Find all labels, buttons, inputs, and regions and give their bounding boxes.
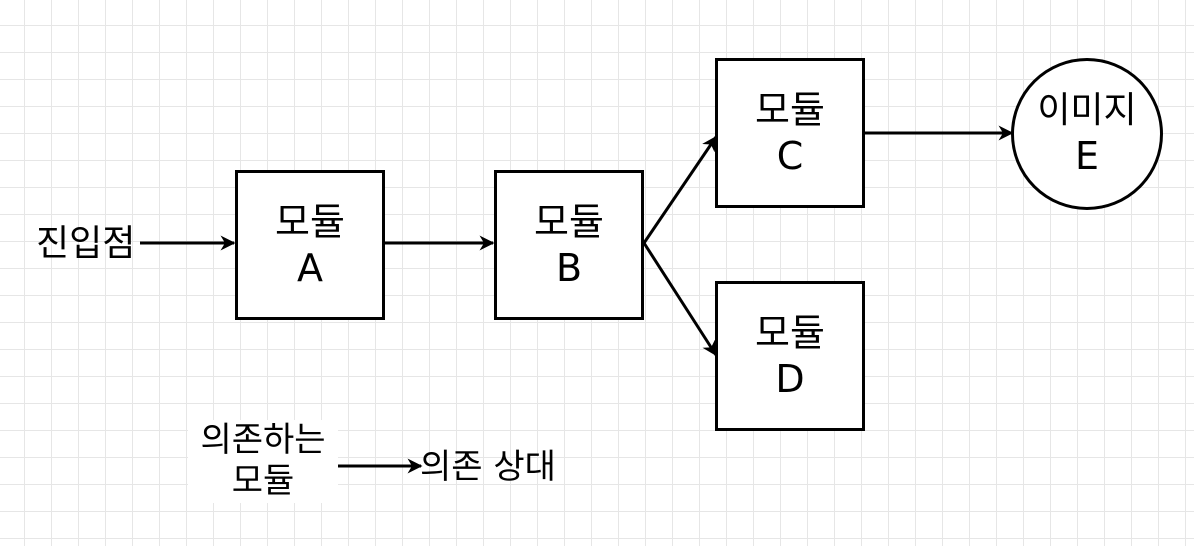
module-d-letter: D [775,357,805,401]
image-e-title: 이미지 [1037,89,1137,131]
legend-target-label: 의존 상대 [420,447,556,487]
module-b-node: 모듈 B [494,170,644,320]
module-c-letter: C [776,134,804,178]
module-c-title: 모듈 [755,87,825,132]
legend-source-label: 의존하는 모듈 [188,420,338,503]
arrow-module-b-to-module-c [642,135,718,244]
module-a-letter: A [297,246,323,290]
entry-point-label: 진입점 [36,223,136,264]
legend-source-line1: 의존하는 [200,420,326,460]
image-e-node: 이미지 E [1011,58,1163,210]
arrow-module-b-to-module-d [642,242,718,357]
module-b-letter: B [555,246,583,290]
module-b-title: 모듈 [534,199,604,244]
module-d-node: 모듈 D [715,281,865,431]
module-a-title: 모듈 [275,199,345,244]
module-d-title: 모듈 [755,310,825,355]
legend-source-line2: 모듈 [231,461,295,502]
image-e-letter: E [1074,133,1099,178]
module-c-node: 모듈 C [715,58,865,208]
module-a-node: 모듈 A [235,170,385,320]
